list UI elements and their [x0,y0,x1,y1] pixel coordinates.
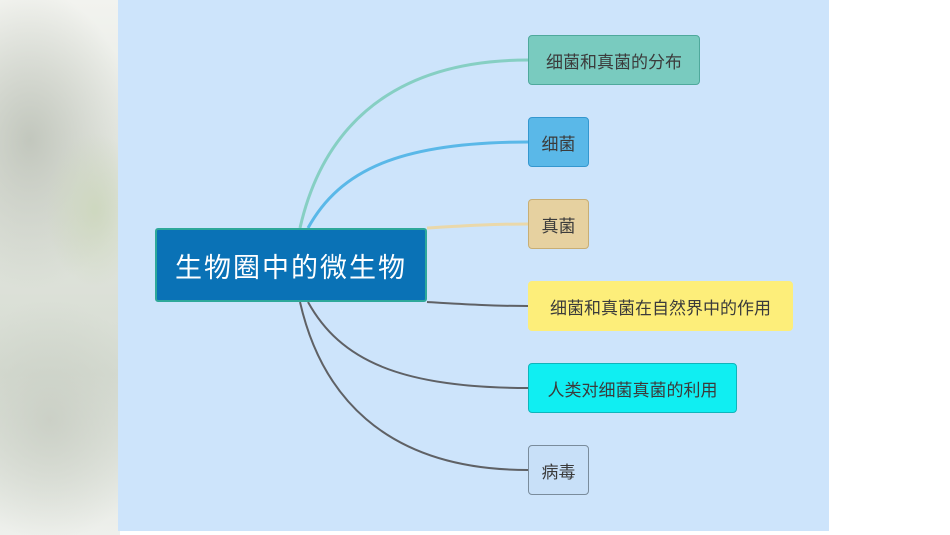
link-fungi [426,222,529,230]
topic-virus[interactable]: 病毒 [528,445,589,495]
link-human-use [307,301,529,389]
link-bacteria [306,140,529,229]
link-distribution [298,58,529,229]
topic-fungi[interactable]: 真菌 [528,199,589,249]
link-virus [299,301,529,471]
link-role-in-nature [426,301,529,307]
topic-distribution[interactable]: 细菌和真菌的分布 [528,35,700,85]
background-photo [0,0,120,535]
central-topic[interactable]: 生物圈中的微生物 [155,228,427,302]
topic-role-in-nature[interactable]: 细菌和真菌在自然界中的作用 [528,281,793,331]
topic-bacteria[interactable]: 细菌 [528,117,589,167]
topic-human-use[interactable]: 人类对细菌真菌的利用 [528,363,737,413]
